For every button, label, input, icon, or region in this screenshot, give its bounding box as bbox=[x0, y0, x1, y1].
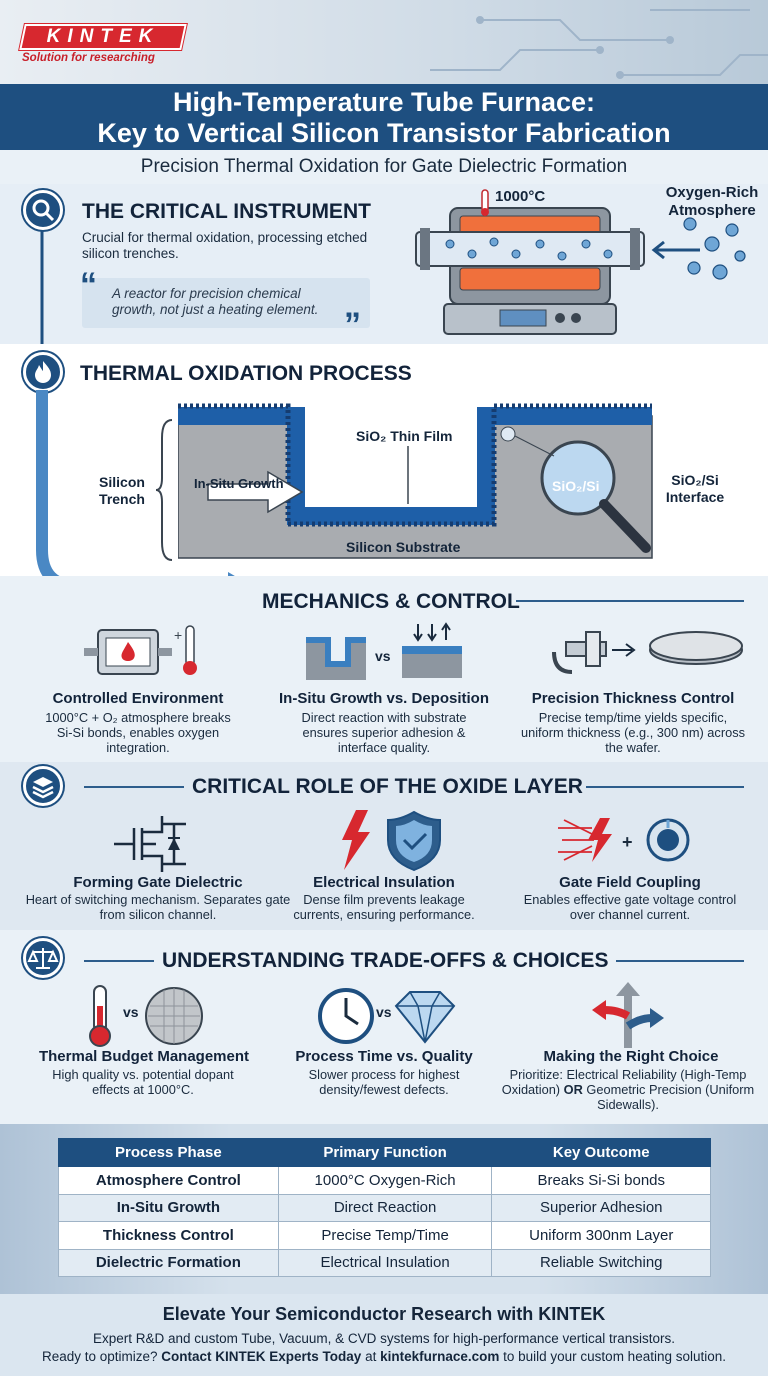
role-item-desc: Dense film prevents leakage currents, en… bbox=[293, 892, 475, 922]
instrument-heading: THE CRITICAL INSTRUMENT bbox=[82, 200, 371, 223]
atmosphere-label: Oxygen-Rich Atmosphere bbox=[665, 184, 759, 219]
tradeoff-item-title: Making the Right Choice bbox=[543, 1048, 719, 1065]
footer bbox=[0, 1294, 768, 1376]
footer-heading: Elevate Your Semiconductor Research with… bbox=[162, 1304, 606, 1324]
layers-icon bbox=[23, 766, 63, 806]
mechanics-item-title: Controlled Environment bbox=[52, 690, 224, 707]
transistor-icon bbox=[114, 816, 186, 872]
section-roles bbox=[0, 762, 768, 930]
field-coupling-icon: + bbox=[558, 818, 690, 862]
table-row: Dielectric Formation Electrical Insulati… bbox=[58, 1248, 711, 1277]
mechanics-item-title: In-Situ Growth vs. Deposition bbox=[279, 690, 489, 707]
tradeoff-item-desc: Prioritize: Electrical Reliability (High… bbox=[501, 1067, 755, 1112]
table-cell: Breaks Si-Si bonds bbox=[491, 1166, 711, 1195]
brand-tagline: Solution for researching bbox=[22, 52, 155, 64]
table-cell: Direct Reaction bbox=[277, 1193, 493, 1222]
table-cell: Superior Adhesion bbox=[491, 1193, 711, 1222]
tradeoff-item-title: Thermal Budget Management bbox=[38, 1048, 250, 1065]
summary-table: Process Phase Primary Function Key Outco… bbox=[58, 1138, 711, 1277]
thickness-control-icon bbox=[552, 631, 743, 674]
vs-label: vs bbox=[123, 1004, 139, 1020]
trench-label: Silicon Trench bbox=[99, 474, 145, 507]
vs-label: vs bbox=[376, 1004, 392, 1020]
section-tradeoffs bbox=[0, 930, 768, 1124]
search-icon bbox=[23, 190, 63, 230]
title-bar bbox=[0, 84, 768, 150]
flame-icon bbox=[23, 352, 63, 392]
substrate-label: Silicon Substrate bbox=[346, 539, 461, 555]
instrument-desc: Crucial for thermal oxidation, processin… bbox=[82, 230, 368, 261]
circuit-decoration bbox=[430, 9, 768, 79]
table-cell: Reliable Switching bbox=[491, 1248, 711, 1277]
table-row: Atmosphere Control 1000°C Oxygen-Rich Br… bbox=[58, 1166, 711, 1195]
mechanics-item-desc: Precise temp/time yields specific, unifo… bbox=[520, 710, 746, 755]
growth-vs-deposition-icon bbox=[306, 622, 462, 680]
tube-furnace-illustration bbox=[415, 189, 746, 335]
film-label: SiO₂ Thin Film bbox=[356, 428, 453, 444]
trench-brace bbox=[155, 419, 173, 561]
instrument-quote: A reactor for precision chemical growth,… bbox=[112, 286, 319, 317]
role-item-title: Gate Field Coupling bbox=[559, 874, 701, 891]
website-link[interactable]: kintekfurnace.com bbox=[380, 1349, 500, 1364]
table-cell: Uniform 300nm Layer bbox=[491, 1221, 711, 1250]
mechanics-rule bbox=[516, 600, 744, 602]
time-vs-quality-icon bbox=[318, 988, 456, 1044]
vs-label: vs bbox=[375, 648, 391, 664]
table-cell: Dielectric Formation bbox=[58, 1248, 279, 1277]
quote-close-icon: ” bbox=[344, 306, 361, 344]
svg-text:+: + bbox=[174, 627, 182, 643]
footer-line2: Ready to optimize? Contact KINTEK Expert… bbox=[41, 1349, 727, 1364]
table-cell: Electrical Insulation bbox=[277, 1248, 493, 1277]
insulation-shield-icon bbox=[342, 810, 441, 872]
oxidation-heading: THERMAL OXIDATION PROCESS bbox=[80, 362, 412, 385]
mechanics-heading: MECHANICS & CONTROL bbox=[262, 590, 520, 613]
table-header: Primary Function bbox=[277, 1138, 493, 1167]
page-subtitle: Precision Thermal Oxidation for Gate Die… bbox=[140, 156, 628, 177]
table-cell: Atmosphere Control bbox=[58, 1166, 279, 1195]
mechanics-item-title: Precision Thickness Control bbox=[531, 690, 735, 707]
table-row: In-Situ Growth Direct Reaction Superior … bbox=[58, 1193, 711, 1222]
lens-label: SiO₂/Si bbox=[552, 478, 600, 494]
controlled-environment-icon: + bbox=[84, 625, 197, 675]
thermal-budget-icon bbox=[89, 985, 203, 1047]
temperature-label: 1000°C bbox=[495, 188, 546, 205]
tradeoff-item-desc: High quality vs. potential dopant effect… bbox=[52, 1067, 234, 1097]
silicon-trench-diagram bbox=[178, 403, 653, 559]
table-header: Process Phase bbox=[58, 1138, 279, 1167]
table-header-row: Process Phase Primary Function Key Outco… bbox=[58, 1138, 711, 1167]
brand-name: KINTEK bbox=[46, 26, 160, 47]
svg-text:+: + bbox=[622, 832, 633, 852]
role-item-desc: Enables effective gate voltage control o… bbox=[523, 892, 737, 922]
mechanics-item-desc: 1000°C + O₂ atmosphere breaks Si-Si bond… bbox=[45, 710, 231, 755]
role-item-desc: Heart of switching mechanism. Separates … bbox=[25, 892, 291, 922]
role-item-title: Electrical Insulation bbox=[313, 874, 455, 891]
quote-box bbox=[82, 278, 370, 328]
growth-label: In-Situ Growth bbox=[194, 476, 284, 491]
tradeoffs-heading: UNDERSTANDING TRADE-OFFS & CHOICES bbox=[162, 949, 609, 972]
table-cell: Precise Temp/Time bbox=[277, 1221, 493, 1250]
balance-scale-icon bbox=[23, 938, 63, 978]
table-row: Thickness Control Precise Temp/Time Unif… bbox=[58, 1221, 711, 1250]
table-cell: Thickness Control bbox=[58, 1221, 279, 1250]
mechanics-item-desc: Direct reaction with substrate ensures s… bbox=[301, 710, 467, 755]
quote-open-icon: “ bbox=[80, 266, 97, 304]
roles-rule-left bbox=[84, 786, 184, 788]
contact-link[interactable]: Contact KINTEK Experts Today bbox=[161, 1349, 362, 1364]
interface-label: SiO₂/Si Interface bbox=[665, 472, 725, 505]
footer-line1: Expert R&D and custom Tube, Vacuum, & CV… bbox=[93, 1331, 675, 1346]
table-header: Key Outcome bbox=[491, 1138, 711, 1167]
decision-arrows-icon bbox=[592, 982, 664, 1048]
tradeoffs-rule-left bbox=[84, 960, 154, 962]
table-cell: In-Situ Growth bbox=[58, 1193, 279, 1222]
roles-heading: CRITICAL ROLE OF THE OXIDE LAYER bbox=[192, 775, 583, 798]
tradeoff-item-desc: Slower process for highest density/fewes… bbox=[308, 1067, 460, 1097]
tradeoff-item-title: Process Time vs. Quality bbox=[295, 1048, 473, 1065]
tradeoffs-rule-right bbox=[616, 960, 744, 962]
table-cell: 1000°C Oxygen-Rich bbox=[277, 1166, 493, 1195]
page-title: High-Temperature Tube Furnace: Key to Ve… bbox=[97, 87, 671, 148]
roles-rule-right bbox=[586, 786, 744, 788]
role-item-title: Forming Gate Dielectric bbox=[73, 874, 243, 891]
